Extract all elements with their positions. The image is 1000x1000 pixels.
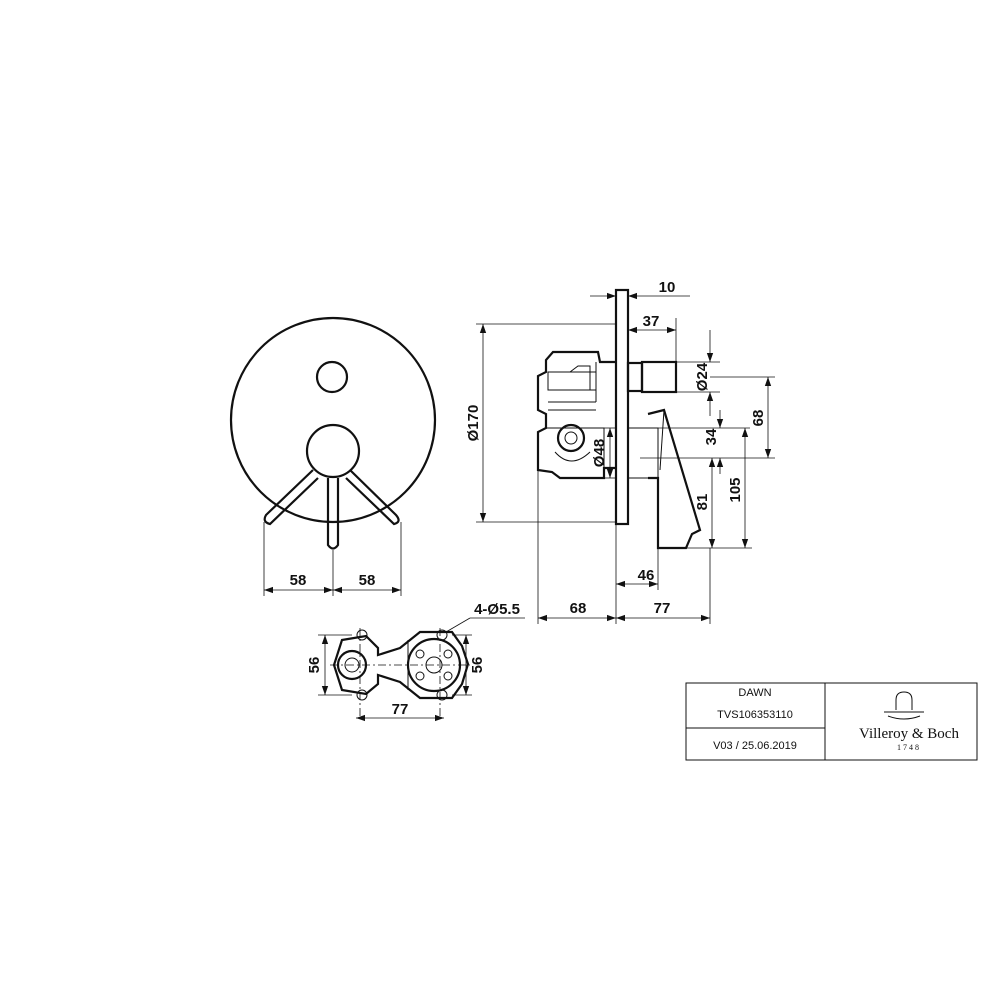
dim-37: 37: [643, 313, 660, 330]
handle-hub-side: [627, 427, 659, 479]
dim-77-bottom: 77: [654, 600, 671, 617]
lever-center: [326, 478, 340, 550]
dim-105: 105: [727, 477, 744, 502]
dim-56-left: 56: [306, 657, 323, 674]
dim-77-body: 77: [392, 701, 409, 718]
cover-plate: [229, 316, 437, 524]
brand-logo: Villeroy & Boch 1748: [859, 691, 959, 752]
dim-d170: Ø170: [465, 405, 482, 442]
handle-hub: [305, 423, 361, 479]
dim-10: 10: [659, 279, 676, 296]
dim-46: 46: [638, 567, 655, 584]
side-view: 10 37 Ø170 Ø24 68 34 Ø48 105: [465, 279, 775, 624]
dim-front-left: 58: [290, 572, 307, 589]
dim-d24: Ø24: [694, 362, 711, 391]
lever-left: [263, 469, 319, 526]
dim-34: 34: [703, 428, 720, 445]
dim-56-right: 56: [469, 657, 486, 674]
dim-81: 81: [694, 494, 711, 511]
valve-body-side: [536, 350, 616, 480]
dim-front-right: 58: [359, 572, 376, 589]
cover-plate-side: [614, 288, 630, 526]
title-article: TVS106353110: [717, 709, 793, 721]
front-view: 58 58: [229, 316, 437, 596]
title-version: V03 / 25.06.2019: [713, 740, 797, 752]
dim-d48: Ø48: [591, 439, 608, 467]
diverter-spindle: [626, 361, 644, 393]
lever-right: [345, 469, 400, 526]
dim-68-right: 68: [750, 410, 767, 427]
dim-holes: 4-Ø5.5: [474, 601, 520, 618]
brand-name: Villeroy & Boch: [859, 726, 959, 742]
brand-year: 1748: [897, 743, 921, 752]
lever-side: [647, 408, 702, 550]
mount-hole: [356, 629, 368, 641]
title-block: DAWN TVS106353110 V03 / 25.06.2019 Ville…: [685, 682, 978, 761]
dim-68-bottom: 68: [570, 600, 587, 617]
outlet-port: [556, 423, 586, 453]
diverter-port: [336, 649, 368, 681]
valve-body-outline: [332, 630, 470, 700]
mount-hole: [356, 689, 368, 701]
diverter-knob-side: [640, 360, 678, 394]
title-product: DAWN: [738, 687, 771, 699]
diverter-knob: [315, 360, 349, 394]
valve-body-view: 4-Ø5.5 56 56 77: [306, 601, 525, 722]
